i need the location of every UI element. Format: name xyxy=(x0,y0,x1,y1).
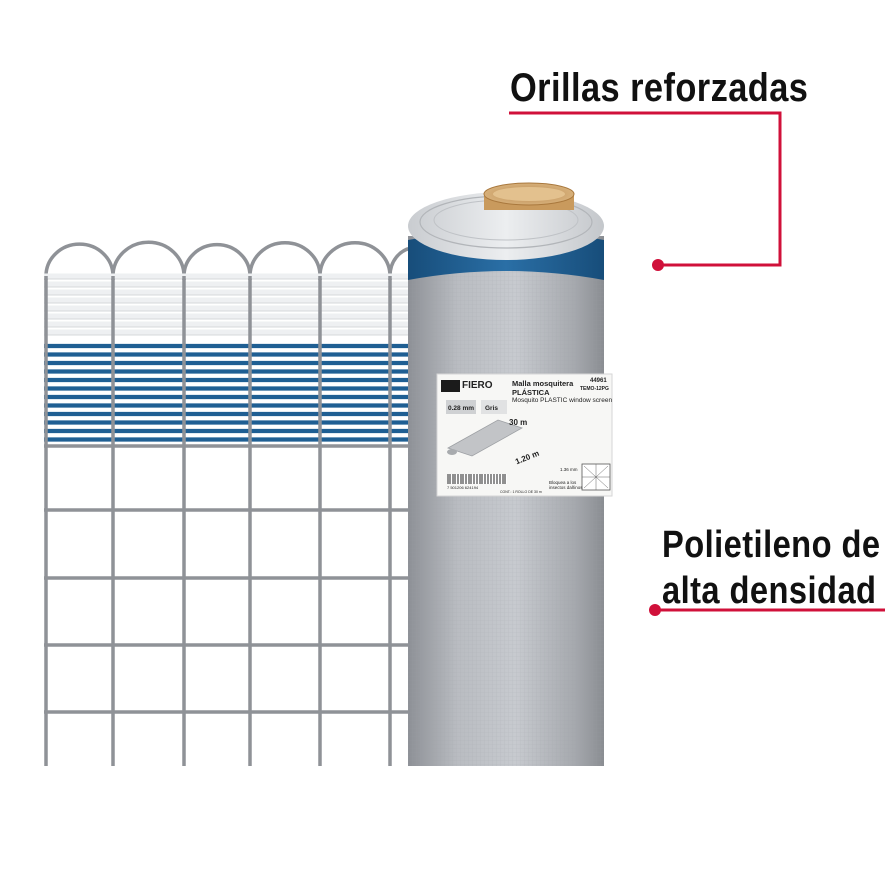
label-thickness: 0.28 mm xyxy=(448,405,475,412)
label-brand: FIERO xyxy=(462,380,493,391)
roll-diagram-icon xyxy=(447,419,523,457)
product-label xyxy=(436,373,613,497)
label-barcode-number: 7 501206 624194 xyxy=(447,485,479,490)
flat-mesh-sample xyxy=(44,240,413,766)
leader-dot-reinforced-edges xyxy=(652,259,664,271)
edge-loop xyxy=(111,240,186,280)
label-title-line1: Malla mosquitera xyxy=(512,379,574,388)
edge-loop xyxy=(182,242,252,280)
barcode-icon xyxy=(447,474,507,484)
label-contents: CONT.: 1 ROLLO DE 30 m xyxy=(500,490,542,494)
mesh-grid-lines xyxy=(44,276,410,766)
mesh-roll xyxy=(408,182,604,766)
callout-material-line1: Polietileno de xyxy=(662,524,881,566)
label-mesh: 1.36 mm xyxy=(560,467,578,472)
edge-loop xyxy=(248,241,322,280)
label-color: Gris xyxy=(485,405,499,412)
callout-material: Polietileno de alta densidad xyxy=(662,522,880,614)
edge-loop xyxy=(44,242,115,280)
label-use-note: Bloquea a los insectos dañinos xyxy=(549,480,583,490)
label-subtitle: Mosquito PLASTIC window screen xyxy=(512,397,613,404)
white-edge-strands xyxy=(44,273,410,336)
label-title-line2: PLÁSTICA xyxy=(512,388,550,397)
callout-leaders xyxy=(509,111,885,616)
leader-dot-material xyxy=(649,604,661,616)
label-model: TEMO-12PG xyxy=(580,386,609,392)
callout-reinforced-edges: Orillas reforzadas xyxy=(510,66,809,110)
brand-logo-icon xyxy=(441,380,460,392)
blue-edge-strands xyxy=(44,343,410,442)
label-code: 44961 xyxy=(590,378,607,384)
label-length: 30 m xyxy=(509,418,528,427)
callout-material-line2: alta densidad xyxy=(662,570,877,612)
leader-line-reinforced-edges xyxy=(509,111,782,267)
edge-loop xyxy=(318,241,392,280)
